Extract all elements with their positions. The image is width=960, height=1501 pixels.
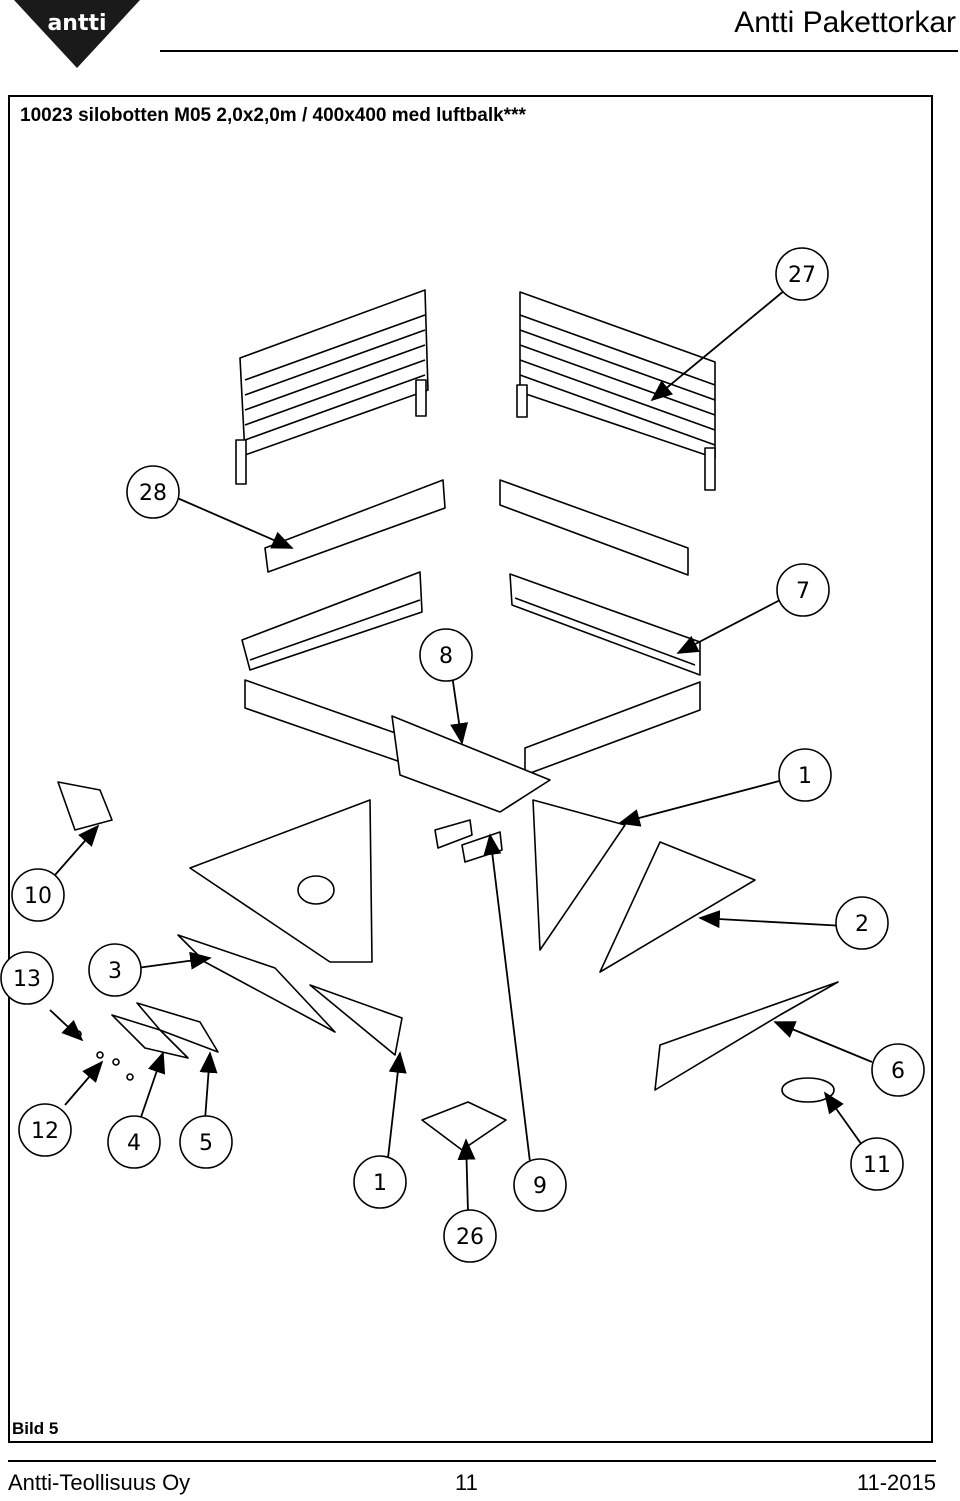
funnel-panel-left	[189, 799, 373, 963]
footer-rule	[8, 1460, 936, 1462]
leader-26	[457, 1138, 476, 1213]
wall-panel-right	[516, 291, 716, 491]
leader-1b	[387, 1051, 407, 1159]
callout-1b: 1	[353, 1155, 407, 1209]
leader-2	[698, 910, 846, 929]
callout-7: 7	[776, 563, 830, 617]
funnel-panel-1	[532, 799, 626, 951]
svg-text:5: 5	[199, 1131, 213, 1156]
svg-text:9: 9	[533, 1174, 547, 1199]
svg-text:7: 7	[796, 579, 810, 604]
callout-11: 11	[850, 1137, 904, 1191]
svg-text:1: 1	[373, 1171, 387, 1196]
strip-right	[499, 479, 689, 576]
logo-text: antti	[47, 11, 106, 36]
antti-logo: antti	[14, 0, 140, 68]
callout-1: 1	[778, 748, 832, 802]
bolt-d	[126, 1073, 134, 1081]
callout-4: 4	[107, 1115, 161, 1169]
leader-3	[136, 951, 212, 970]
center-part-a	[434, 819, 473, 849]
leader-28	[174, 496, 294, 549]
header-rule	[160, 50, 958, 52]
angle-beam-left	[241, 571, 423, 671]
bolt-b	[96, 1051, 104, 1059]
footer-date: 11-2015	[856, 1470, 936, 1495]
svg-text:13: 13	[13, 967, 41, 992]
svg-text:28: 28	[139, 481, 167, 506]
callout-27: 27	[775, 247, 829, 301]
svg-text:12: 12	[31, 1119, 59, 1144]
svg-text:27: 27	[788, 263, 816, 288]
callout-9: 9	[513, 1158, 567, 1212]
callout-10: 10	[11, 868, 65, 922]
panel-6	[654, 981, 839, 1091]
svg-text:6: 6	[891, 1059, 905, 1084]
funnel-panel-1b	[309, 984, 403, 1056]
footer-company: Antti-Teollisuus Oy	[8, 1470, 191, 1495]
callout-6: 6	[871, 1043, 925, 1097]
callout-13: 13	[0, 951, 54, 1005]
callout-12: 12	[18, 1103, 72, 1157]
leader-27	[650, 289, 786, 402]
svg-text:10: 10	[24, 884, 52, 909]
bolt-c	[112, 1058, 120, 1066]
svg-text:4: 4	[127, 1131, 141, 1156]
brand-title: Antti Pakettorkar	[734, 6, 956, 39]
plate-4	[111, 1014, 189, 1059]
leader-6	[773, 1021, 873, 1063]
funnel-panel-2	[599, 841, 756, 973]
callout-2: 2	[835, 896, 889, 950]
svg-text:8: 8	[439, 644, 453, 669]
callout-28: 28	[126, 465, 180, 519]
air-beam	[391, 715, 551, 813]
angle-beam-right	[509, 573, 701, 676]
svg-text:26: 26	[456, 1225, 484, 1250]
callout-5: 5	[179, 1115, 233, 1169]
drawing-frame	[8, 95, 933, 1443]
plate-5	[136, 1002, 219, 1053]
svg-text:3: 3	[108, 959, 122, 984]
leader-1	[618, 779, 784, 827]
leader-5	[199, 1051, 218, 1121]
svg-text:2: 2	[855, 912, 869, 937]
leader-12	[64, 1060, 104, 1106]
leader-11	[823, 1091, 863, 1146]
leader-8	[450, 674, 469, 745]
long-bar-right	[524, 681, 701, 776]
hopper	[421, 1101, 507, 1151]
callout-3: 3	[88, 943, 142, 997]
leader-9	[483, 833, 531, 1163]
wall-panel-left	[235, 289, 429, 485]
callout-8: 8	[419, 628, 473, 682]
leader-10	[54, 824, 100, 876]
strip-left	[264, 479, 446, 573]
document-title: 10023 silobotten M05 2,0x2,0m / 400x400 …	[20, 105, 526, 126]
svg-text:1: 1	[798, 764, 812, 789]
leader-13	[49, 1009, 84, 1042]
footer-page-number: 11	[455, 1470, 478, 1495]
svg-text:11: 11	[863, 1153, 891, 1178]
leader-4	[139, 1051, 166, 1121]
outlet	[781, 1077, 835, 1103]
figure-label: Bild 5	[12, 1419, 59, 1438]
corner-plate	[57, 781, 113, 831]
callout-26: 26	[443, 1209, 497, 1263]
leader-7	[676, 599, 781, 654]
